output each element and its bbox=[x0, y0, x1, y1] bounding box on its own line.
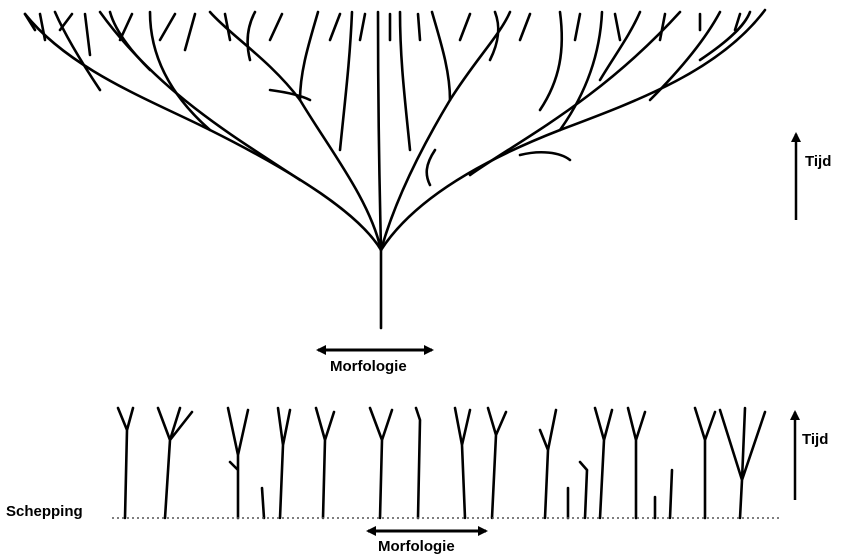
phylogenetic-tree bbox=[25, 10, 765, 328]
bottom-time-label: Tijd bbox=[802, 431, 828, 448]
created-kinds-lineages bbox=[118, 408, 765, 518]
top-morphology-label: Morfologie bbox=[330, 358, 407, 375]
creation-baseline-label: Schepping bbox=[6, 503, 83, 520]
bottom-morphology-label: Morfologie bbox=[378, 538, 455, 555]
top-time-label: Tijd bbox=[805, 153, 831, 170]
